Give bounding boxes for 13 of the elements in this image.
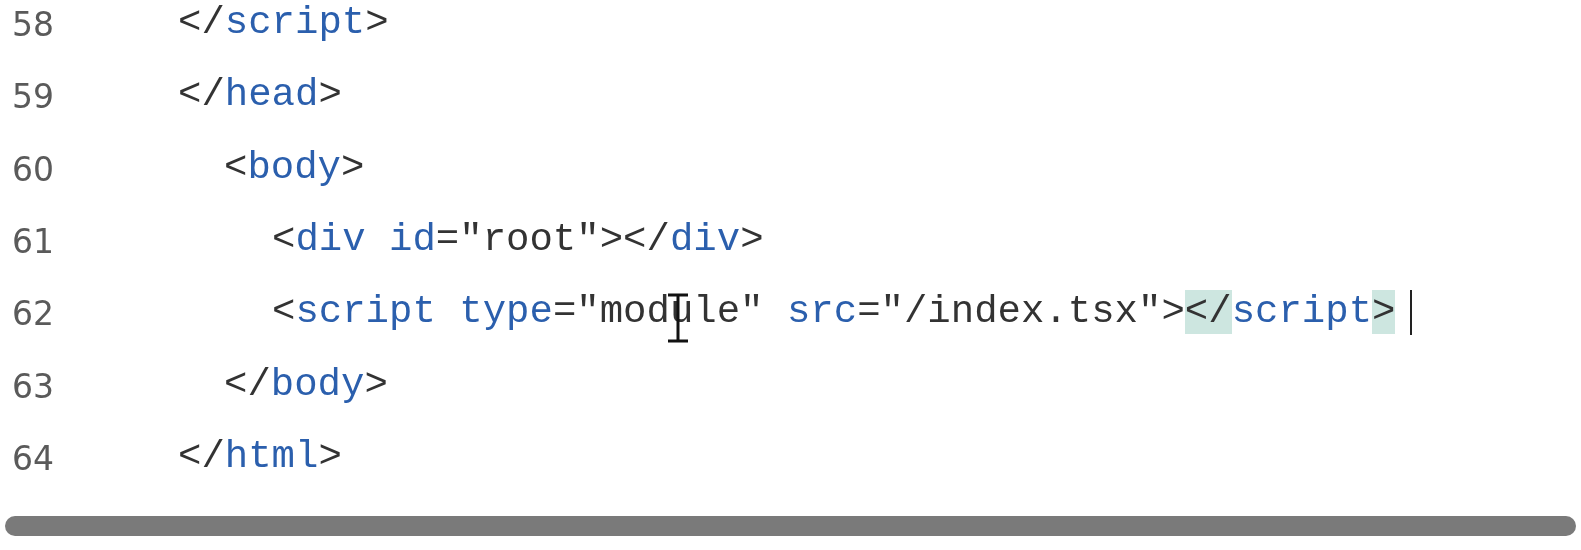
line-number: 60	[12, 148, 54, 191]
code-line: <body>	[224, 144, 365, 192]
line-number: 63	[12, 365, 54, 408]
line-number: 58	[12, 4, 54, 46]
code-line: </head>	[178, 72, 342, 120]
code-line: <div id="root"></div>	[272, 216, 764, 264]
code-line: </script>	[178, 0, 389, 47]
line-number: 61	[12, 220, 54, 263]
code-line: </body>	[224, 361, 388, 409]
line-number: 64	[12, 437, 54, 480]
line-number: 59	[12, 76, 54, 119]
code-line: </html>	[178, 433, 342, 481]
line-number: 62	[12, 293, 54, 336]
